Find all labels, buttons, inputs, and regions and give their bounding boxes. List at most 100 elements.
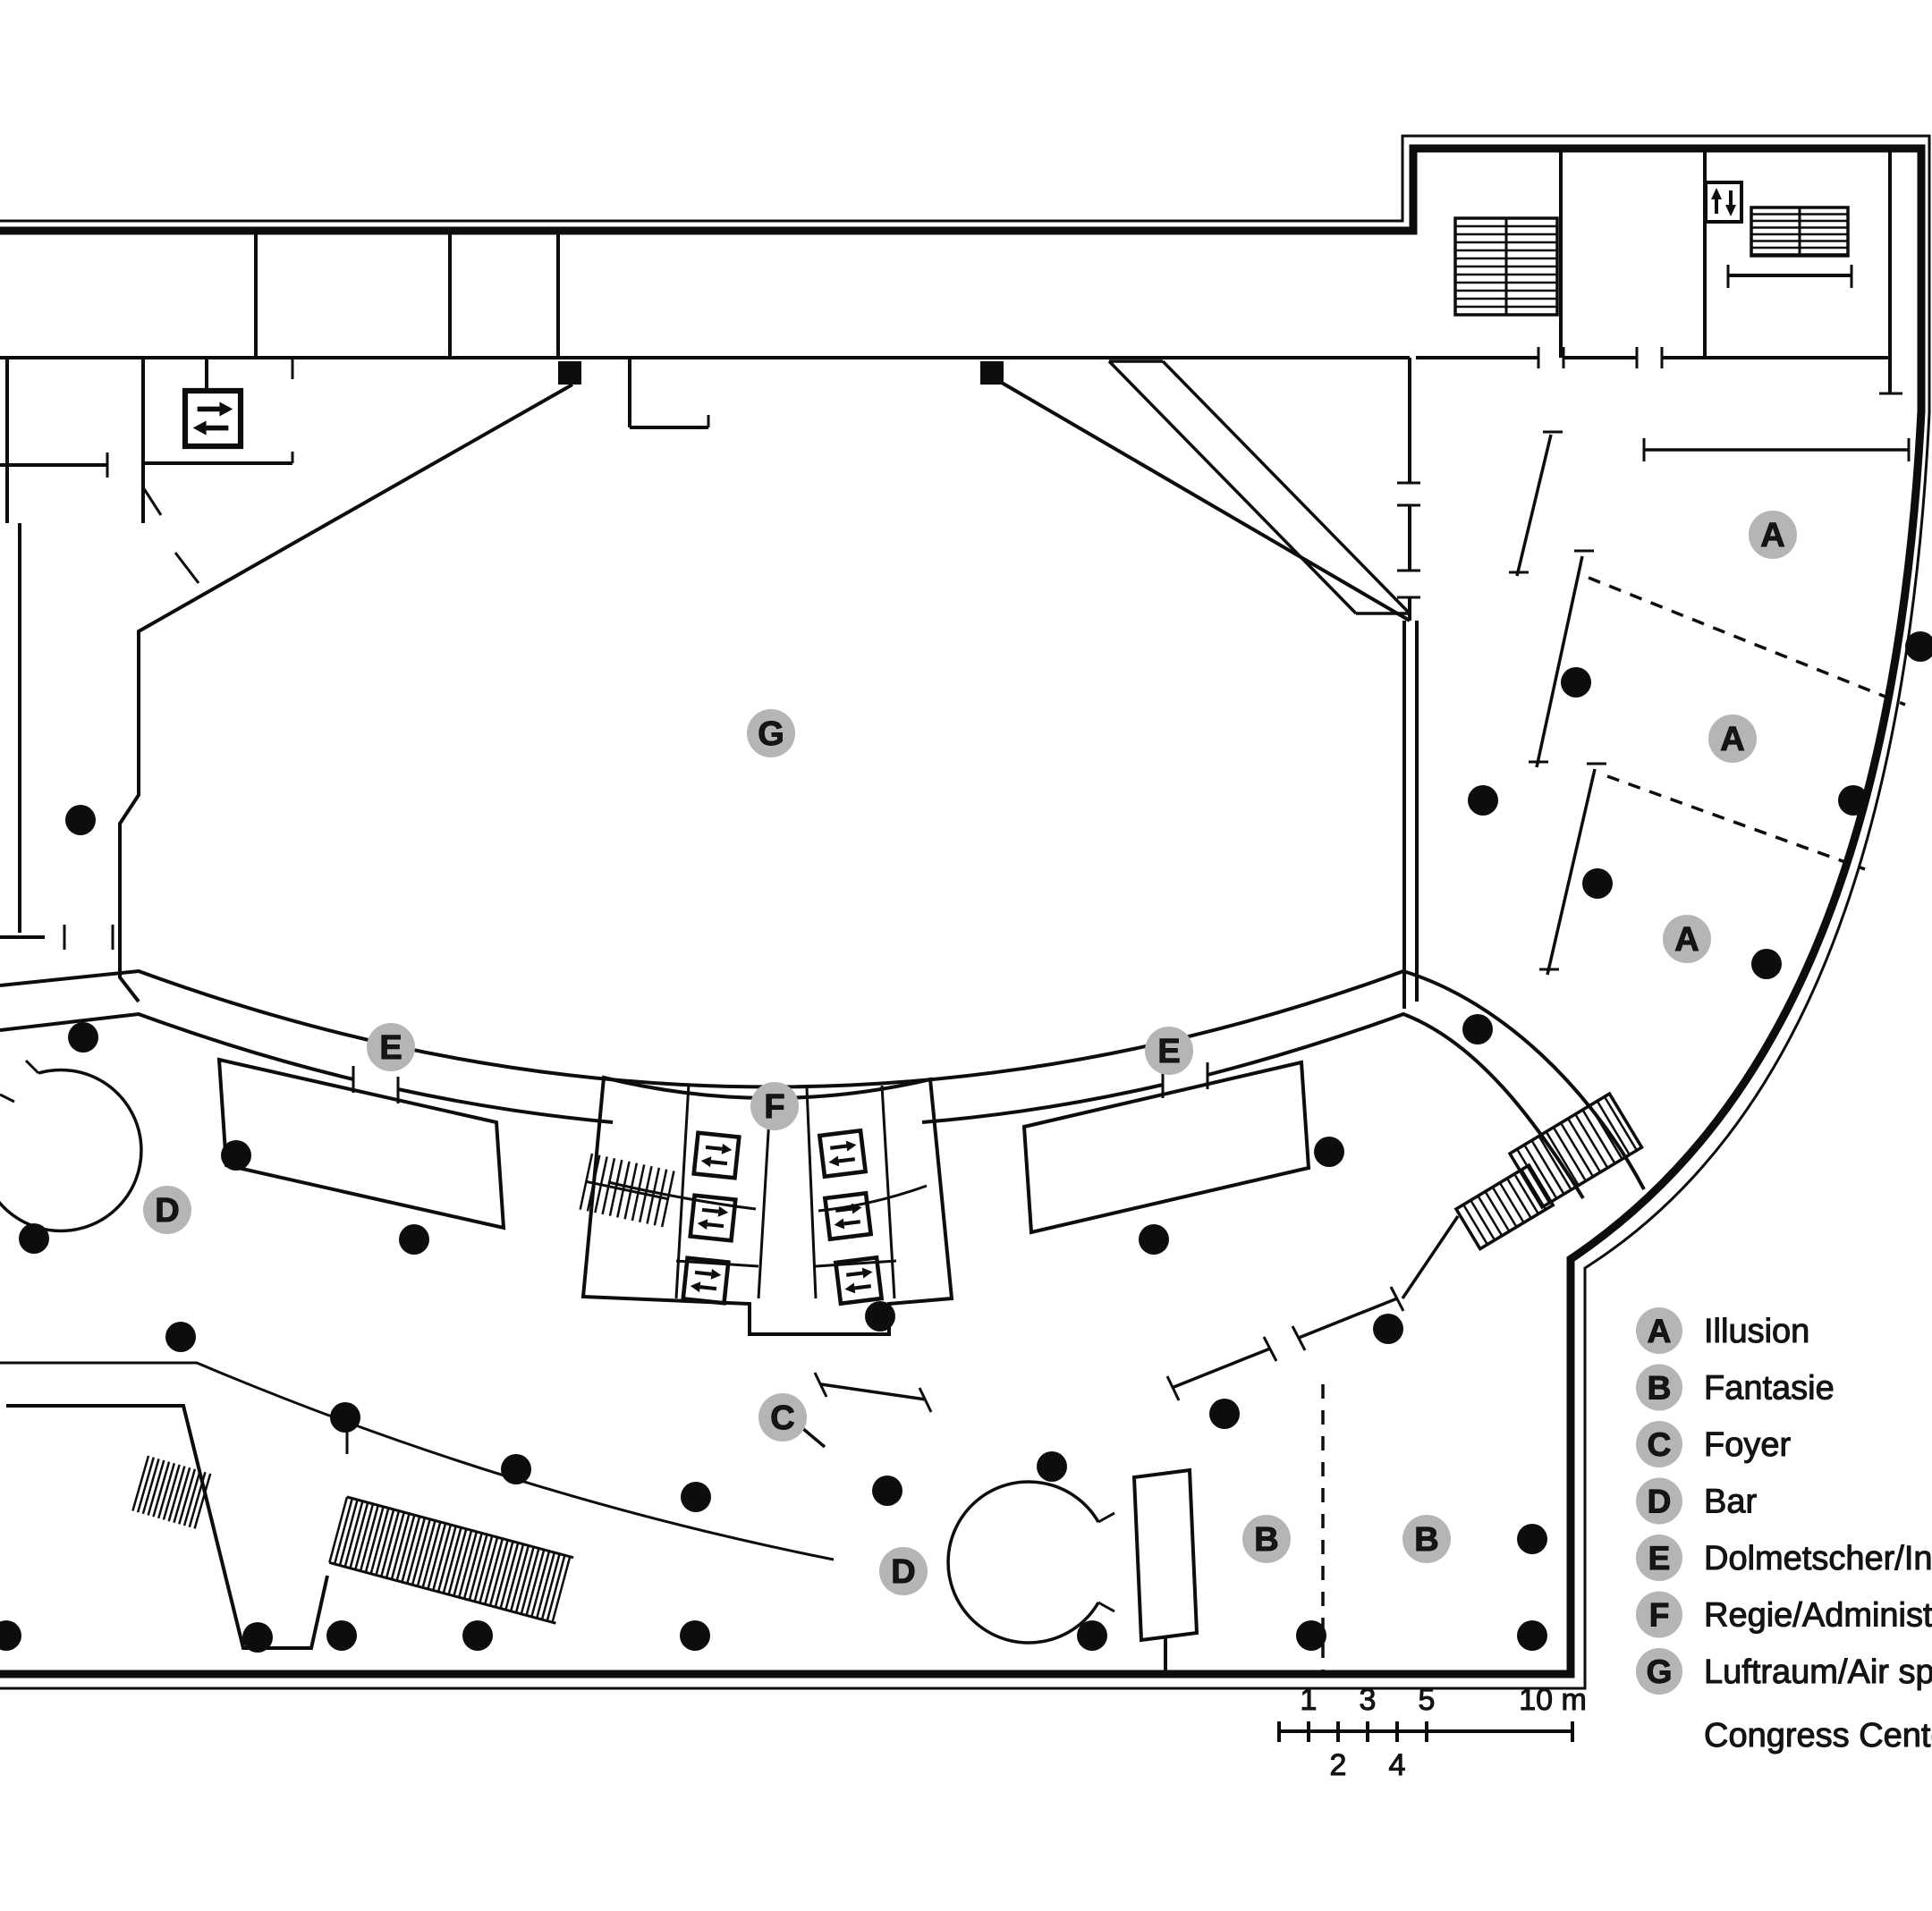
- zone-badge-letter: F: [764, 1088, 784, 1126]
- left-rooms: [0, 358, 708, 939]
- column-dot: [326, 1620, 357, 1651]
- column-dot: [1468, 785, 1498, 816]
- elevator-swap-icon: [817, 1128, 869, 1180]
- elevator-swap-icon: [688, 1193, 738, 1243]
- legend-key: F: [1649, 1597, 1670, 1634]
- escalator-hatch-large: [328, 1495, 574, 1625]
- bar-circle-left: [0, 1068, 143, 1233]
- elevator-updown-icon: [1704, 181, 1743, 224]
- legend-key: A: [1648, 1313, 1672, 1349]
- zone-badge-letter: A: [1720, 721, 1744, 758]
- elevator-swap-icon: [822, 1190, 874, 1242]
- column-dot: [872, 1476, 902, 1506]
- scale-label: 10 m: [1519, 1683, 1587, 1717]
- column-dot: [681, 1482, 711, 1512]
- legend-item-d: D Bar: [1636, 1477, 1758, 1525]
- zone-badge-c: C: [758, 1393, 807, 1442]
- column-dot: [1037, 1451, 1067, 1482]
- column-dot: [1751, 949, 1782, 979]
- legend-label: Fantasie: [1704, 1370, 1835, 1408]
- top-right-block: [1416, 148, 1892, 393]
- zone-badges: G A A A E E F C D D B B: [143, 511, 1797, 1595]
- bar-counter: [1131, 1467, 1199, 1674]
- legend-key: B: [1648, 1370, 1672, 1407]
- corner-pillars: [558, 361, 1004, 385]
- legend-key: D: [1648, 1484, 1672, 1520]
- scale-label: 2: [1330, 1748, 1347, 1782]
- top-corridor: [0, 231, 1410, 359]
- structural-columns: [0, 631, 1932, 1653]
- column-dot: [1314, 1137, 1344, 1167]
- foyer-boundary: [0, 1361, 835, 1561]
- slanted-duct: [1107, 359, 1411, 615]
- column-dot: [399, 1224, 429, 1255]
- column-dot: [1139, 1224, 1169, 1255]
- column-dot: [1462, 1014, 1493, 1044]
- elevator-swap-icon: [833, 1255, 885, 1306]
- exterior-thin-outline: [0, 134, 1931, 1690]
- column-dot: [1517, 1620, 1547, 1651]
- zone-badge-letter: E: [1157, 1033, 1180, 1070]
- zone-badge-f: F: [750, 1082, 799, 1130]
- column-dot: [165, 1322, 196, 1352]
- escalator-pit: [6, 1404, 329, 1650]
- escalator-hatch-small: [131, 1455, 212, 1529]
- column-dot: [1838, 785, 1868, 816]
- stair-ring-a: [1507, 1091, 1644, 1210]
- legend-label: Luftraum/Air space: [1704, 1653, 1932, 1691]
- legend-item-e: E Dolmetscher/Interp: [1636, 1535, 1932, 1581]
- legend-key: E: [1648, 1540, 1671, 1577]
- zone-badge-letter: G: [758, 715, 784, 753]
- stair-ring-b: [1453, 1163, 1555, 1251]
- zone-badge-d: D: [879, 1547, 928, 1595]
- door-jambs: [0, 265, 1911, 1613]
- hall-g-outline: [118, 358, 1419, 1009]
- exterior-walls: [0, 144, 1926, 1678]
- zone-badge-e: E: [367, 1023, 415, 1071]
- column-dot: [65, 805, 96, 835]
- zone-badge-letter: D: [155, 1192, 179, 1230]
- scale-label: 3: [1360, 1683, 1377, 1717]
- dashed-partitions: [1588, 576, 1906, 871]
- zone-badge-letter: A: [1760, 517, 1784, 554]
- legend-label: Bar: [1704, 1484, 1757, 1521]
- column-dot: [1209, 1399, 1240, 1429]
- booth-e-right: [1021, 1060, 1311, 1235]
- column-dot: [221, 1140, 251, 1171]
- column-dot: [68, 1022, 98, 1053]
- column-dot: [19, 1223, 49, 1254]
- column-dot: [0, 1620, 21, 1651]
- zone-badge-d: D: [143, 1186, 191, 1234]
- zone-badge-letter: C: [770, 1399, 794, 1437]
- plan-title: Congress Center M: [1704, 1717, 1932, 1755]
- column-dot: [501, 1454, 531, 1484]
- zone-badge-a: A: [1708, 715, 1757, 763]
- stair-top-1: [1453, 216, 1559, 317]
- zone-badge-letter: B: [1254, 1521, 1278, 1559]
- legend-label: Foyer: [1704, 1426, 1791, 1464]
- zone-badge-letter: A: [1674, 921, 1699, 959]
- stair-top-2: [1750, 206, 1850, 258]
- zone-badge-letter: D: [891, 1553, 915, 1591]
- column-dot: [1905, 631, 1932, 662]
- column-dot: [1077, 1620, 1107, 1651]
- legend-key: G: [1647, 1653, 1673, 1690]
- legend-item-g: G Luftraum/Air space: [1636, 1648, 1932, 1695]
- zone-badge-e: E: [1145, 1027, 1193, 1075]
- scale-label: 1: [1301, 1683, 1318, 1717]
- column-dot: [1561, 667, 1591, 698]
- column-dot: [865, 1301, 895, 1332]
- elevators: [182, 181, 1743, 1306]
- zone-badge-a: A: [1663, 915, 1711, 963]
- legend-label: Dolmetscher/Interp: [1704, 1540, 1932, 1577]
- zone-badge-letter: E: [379, 1029, 402, 1067]
- zone-badge-b: B: [1242, 1515, 1291, 1563]
- column-dot: [242, 1622, 273, 1653]
